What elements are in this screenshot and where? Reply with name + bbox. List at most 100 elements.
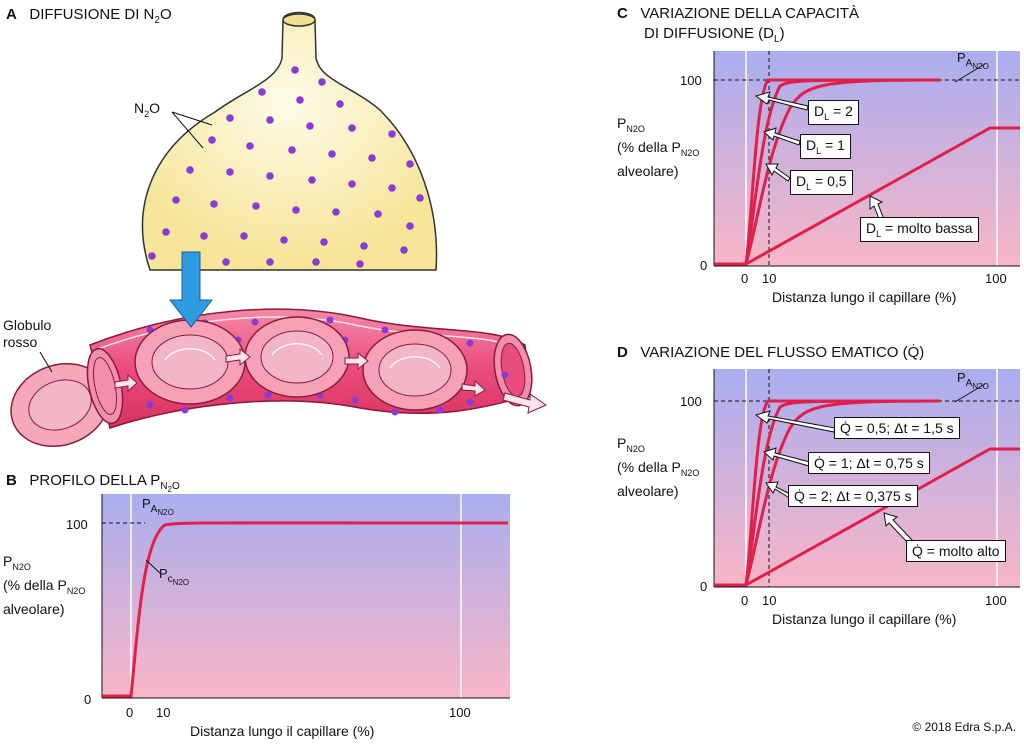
- n2o-dot: [186, 166, 194, 174]
- n2o-dot: [222, 258, 230, 266]
- panel-d-curve-1: [744, 399, 941, 586]
- n2o-dot: [226, 168, 234, 176]
- panel-d-callout-high: Q̇ = molto alto: [906, 540, 1006, 562]
- panel-d-title: D VARIAZIONE DEL FLUSSO EMATICO (Q̇): [617, 344, 925, 361]
- n2o-dot: [356, 260, 364, 268]
- rbc-1: [134, 319, 246, 405]
- n2o-dot: [318, 78, 326, 86]
- svg-text:0: 0: [700, 258, 707, 273]
- panel-b-xlabel: Distanza lungo il capillare (%): [190, 723, 374, 739]
- panel-d-callout-05: Q̇ = 0,5; Δt = 1,5 s: [834, 417, 960, 439]
- n2o-dot: [306, 122, 314, 130]
- panel-b-curve: [102, 521, 509, 698]
- panel-c-pa-label: PAN2O: [957, 50, 989, 71]
- n2o-dot: [172, 196, 180, 204]
- svg-text:0: 0: [741, 593, 748, 608]
- alveolus-opening: [282, 13, 316, 27]
- n2o-dot: [258, 88, 266, 96]
- n2o-dot: [292, 206, 300, 214]
- panel-d-callout-2: Q̇ = 2; Δt = 0,375 s: [788, 485, 918, 507]
- panel-c-curve-low: [745, 126, 1020, 266]
- n2o-dot: [280, 236, 288, 244]
- n2o-dot: [162, 228, 170, 236]
- panel-d-xlabel: Distanza lungo il capillare (%): [772, 611, 956, 627]
- n2o-dot: [266, 116, 274, 124]
- n2o-dot: [501, 371, 509, 379]
- n2o-dot: [200, 232, 208, 240]
- panel-c-xlabel: Distanza lungo il capillare (%): [772, 289, 956, 305]
- panel-b-ylabel: PN2O (% della PN2O alveolare): [3, 553, 86, 617]
- copyright-notice: © 2018 Edra S.p.A.: [912, 720, 1016, 734]
- n2o-dot: [388, 184, 396, 192]
- n2o-dot: [146, 401, 154, 409]
- panel-b-xtick-100: 100: [449, 705, 471, 720]
- n2o-dot: [336, 100, 344, 108]
- panel-a-title: A DIFFUSIONE DI N2O: [6, 6, 172, 26]
- svg-text:100: 100: [680, 394, 702, 409]
- panel-b-ytick-0: 0: [84, 692, 91, 707]
- n2o-dot: [312, 258, 320, 266]
- panel-b-pc-label: PcN2O: [159, 566, 190, 587]
- n2o-dot: [381, 326, 389, 334]
- rbc-outside: [10, 362, 110, 448]
- n2o-dot: [251, 318, 259, 326]
- n2o-dot: [226, 394, 234, 402]
- n2o-dot: [240, 232, 248, 240]
- n2o-dot: [291, 66, 299, 74]
- n2o-dot: [308, 176, 316, 184]
- panel-c-callout-dl05: DL = 0,5: [790, 170, 853, 195]
- panel-c-ylabel: PN2O (% della PN2O alveolare): [617, 115, 700, 179]
- panel-d-curve-high: [745, 447, 1020, 587]
- n2o-dot: [348, 124, 356, 132]
- n2o-dot: [181, 406, 189, 414]
- n2o-dot: [406, 160, 414, 168]
- diffusion-arrow: [168, 251, 214, 328]
- n2o-dot: [288, 146, 296, 154]
- svg-text:10: 10: [762, 271, 776, 286]
- n2o-dot: [466, 398, 474, 406]
- n2o-dot: [226, 114, 234, 122]
- svg-text:100: 100: [680, 73, 702, 88]
- panel-b-title: B PROFILO DELLA PN2O: [6, 472, 180, 494]
- n2o-dot: [264, 391, 272, 399]
- n2o-dot: [348, 180, 356, 188]
- n2o-dot: [252, 202, 260, 210]
- n2o-dot: [246, 142, 254, 150]
- n2o-dot: [374, 210, 382, 218]
- n2o-label: N2O: [134, 100, 161, 119]
- panel-d-callout-1: Q̇ = 1; Δt = 0,75 s: [808, 452, 930, 474]
- panel-b-xtick-10: 10: [156, 705, 170, 720]
- n2o-dot: [351, 396, 359, 404]
- panel-c-callout-low: DL = molto bassa: [860, 217, 979, 242]
- n2o-dot: [148, 252, 156, 260]
- flow-arrows: [114, 347, 548, 414]
- panel-a-illustration: [10, 11, 548, 448]
- panel-d-curve-2: [744, 399, 941, 586]
- n2o-dot: [266, 258, 274, 266]
- panel-d-ylabel: PN2O (% della PN2O alveolare): [617, 435, 700, 499]
- svg-text:0: 0: [700, 579, 707, 594]
- panel-c-curve-dl05: [744, 78, 941, 265]
- n2o-dot: [296, 96, 304, 104]
- n2o-dot: [436, 406, 444, 414]
- panel-d-pa-label: PAN2O: [957, 370, 989, 391]
- panel-d-callout-arrows: [754, 410, 913, 544]
- panel-c-callout-dl1: DL = 1: [800, 134, 851, 159]
- n2o-dot: [332, 208, 340, 216]
- svg-text:0: 0: [741, 271, 748, 286]
- rbc-2: [244, 316, 350, 398]
- n2o-dot: [208, 136, 216, 144]
- panel-b-xtick-0: 0: [126, 705, 133, 720]
- svg-text:100: 100: [985, 271, 1007, 286]
- panel-c-curve-dl1: [744, 78, 941, 265]
- n2o-dot: [391, 408, 399, 416]
- n2o-dot: [326, 316, 334, 324]
- n2o-dot: [210, 200, 218, 208]
- panel-c-callout-dl2: DL = 2: [808, 100, 859, 125]
- n2o-dot: [400, 246, 408, 254]
- rbc-3: [362, 329, 468, 411]
- panel-b-ytick-100: 100: [66, 517, 88, 532]
